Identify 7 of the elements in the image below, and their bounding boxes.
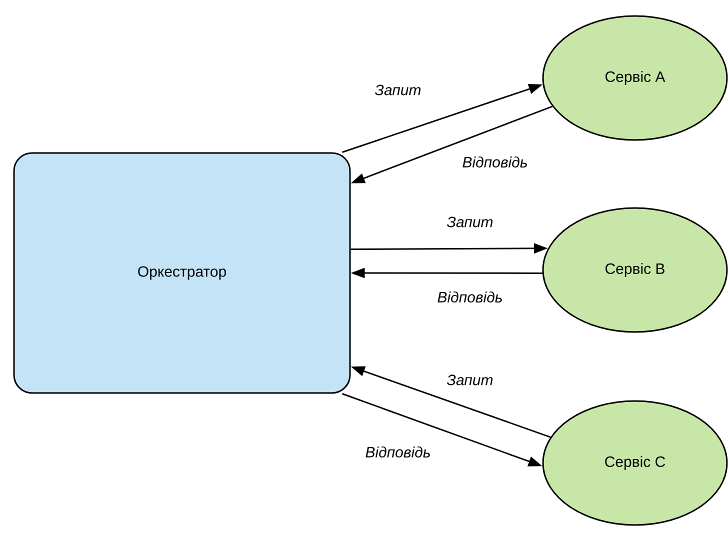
edge-label: Запит xyxy=(446,216,493,228)
edge-label: Відповідь xyxy=(438,291,502,302)
process-box: Оркестратор xyxy=(13,152,351,394)
edge-label: Запит xyxy=(374,84,421,96)
edge-label: Відповідь xyxy=(462,156,527,168)
edge-label: Відповідь xyxy=(366,446,430,458)
edge-label: Запит xyxy=(446,374,493,386)
